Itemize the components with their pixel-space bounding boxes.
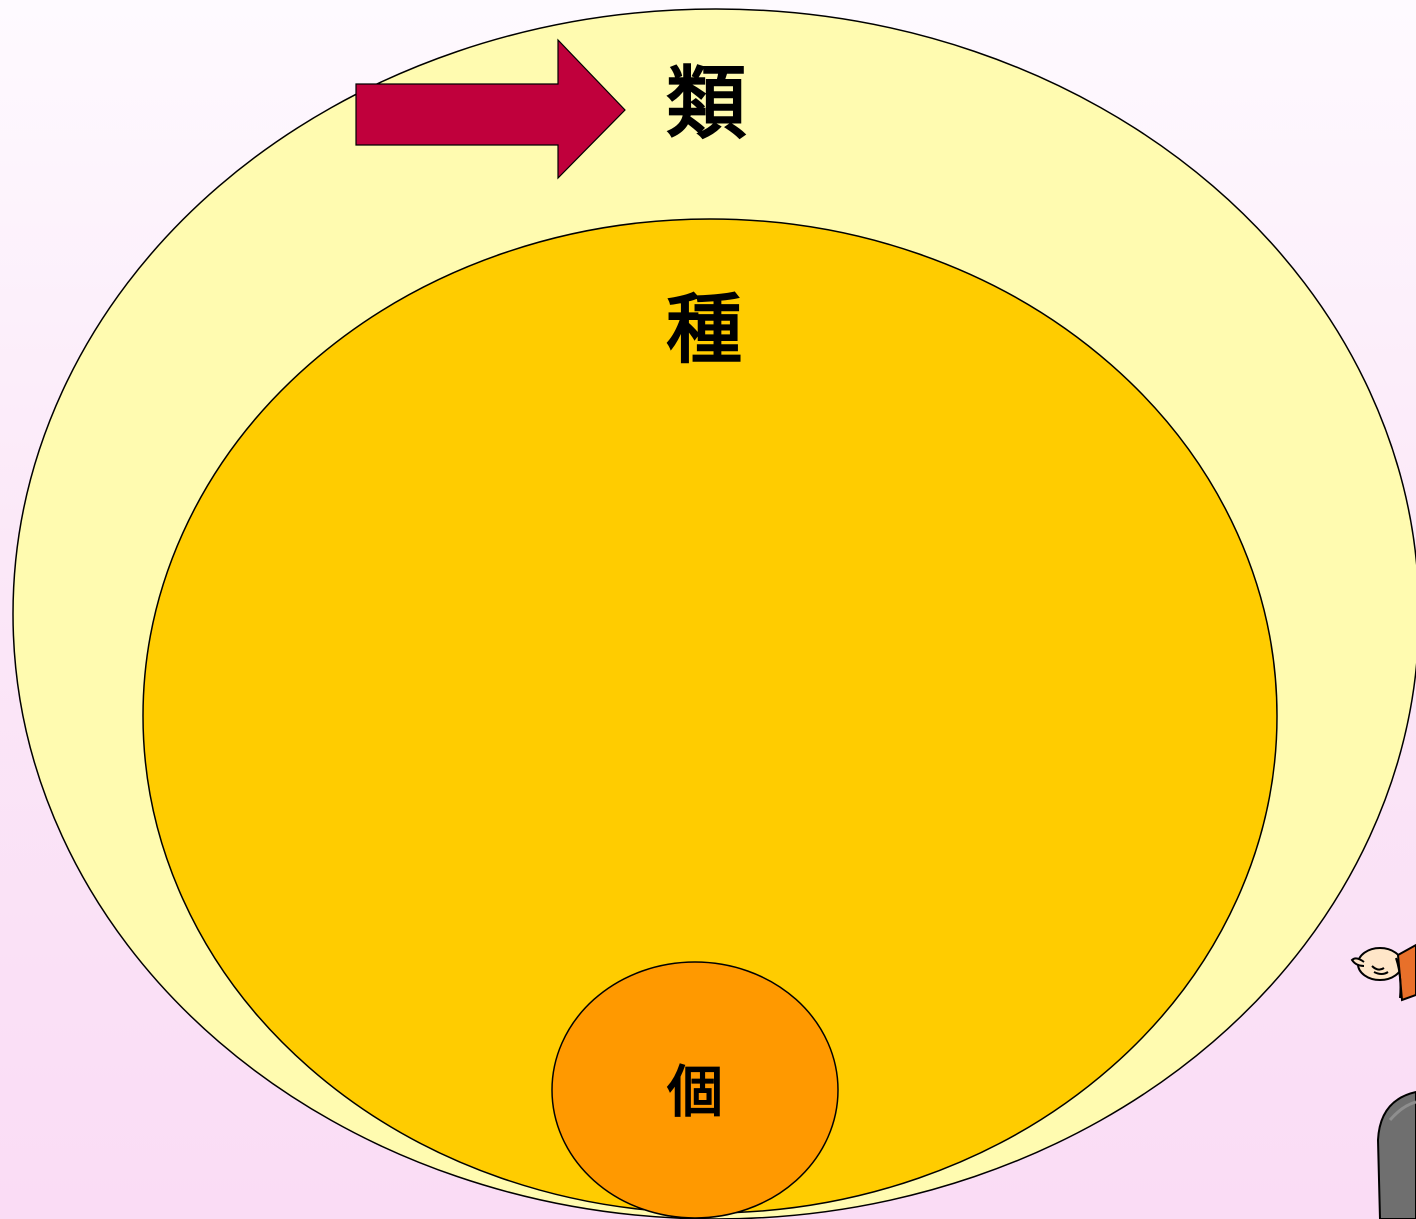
inner-circle-individual bbox=[551, 961, 839, 1219]
pointing-hand-icon bbox=[1350, 947, 1403, 981]
middle-label: 種 bbox=[666, 285, 742, 374]
pointing-character-figure bbox=[1350, 943, 1416, 1219]
inner-label: 個 bbox=[666, 1060, 723, 1126]
right-arrow-icon bbox=[355, 38, 626, 180]
outer-label: 類 bbox=[666, 56, 747, 150]
